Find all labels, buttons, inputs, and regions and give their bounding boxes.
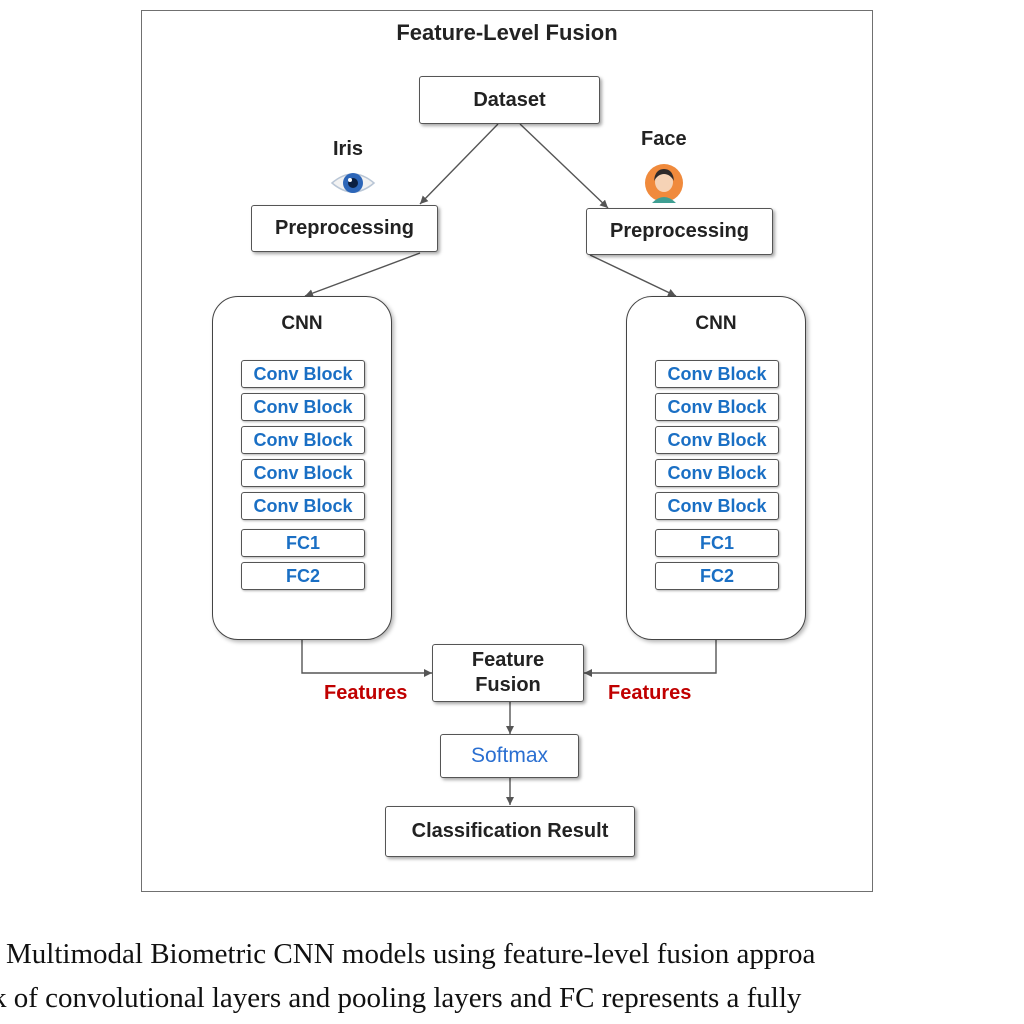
cnn-right-layers: Conv Block Conv Block Conv Block Conv Bl… (655, 360, 779, 595)
features-left-label: Features (324, 682, 408, 704)
cnn-left-layers: Conv Block Conv Block Conv Block Conv Bl… (241, 360, 365, 595)
eye-icon (330, 167, 376, 199)
arrow-face-preprocessing-to-cnn (589, 254, 677, 297)
caption-line-2: k of convolutional layers and pooling la… (0, 982, 1024, 1015)
classification-result-box: Classification Result (385, 806, 635, 857)
conv-block: Conv Block (655, 492, 779, 520)
features-right-label: Features (608, 682, 692, 704)
fc1-layer: FC1 (655, 529, 779, 557)
cnn-left-label: CNN (281, 313, 323, 334)
face-label: Face (641, 128, 687, 150)
fc1-layer: FC1 (241, 529, 365, 557)
fc2-layer: FC2 (655, 562, 779, 590)
conv-block: Conv Block (655, 426, 779, 454)
feature-fusion-line1: Feature (471, 649, 545, 671)
arrow-iris-preprocessing-to-cnn (304, 252, 421, 297)
face-avatar-icon (642, 163, 686, 203)
cnn-left: CNN Conv Block Conv Block Conv Block Con… (212, 296, 392, 640)
feature-fusion-box: Feature Fusion (432, 644, 584, 702)
conv-block: Conv Block (241, 360, 365, 388)
arrow-dataset-to-face-preprocessing (519, 123, 609, 209)
cnn-right: CNN Conv Block Conv Block Conv Block Con… (626, 296, 806, 640)
diagram-frame (141, 10, 873, 892)
conv-block: Conv Block (655, 459, 779, 487)
softmax-box: Softmax (440, 734, 579, 778)
conv-block: Conv Block (655, 360, 779, 388)
conv-block: Conv Block (241, 426, 365, 454)
caption-line-2-text: k of convolutional layers and pooling la… (0, 982, 802, 1014)
iris-label: Iris (333, 138, 364, 160)
cnn-right-label: CNN (695, 313, 737, 334)
diagram-title: Feature-Level Fusion (396, 20, 618, 45)
arrow-dataset-to-iris-preprocessing (419, 123, 499, 205)
conv-block: Conv Block (241, 492, 365, 520)
conv-block: Conv Block (655, 393, 779, 421)
caption-line-1: Multimodal Biometric CNN models using fe… (0, 938, 1024, 971)
conv-block: Conv Block (241, 393, 365, 421)
caption-line-1-text: Multimodal Biometric CNN models using fe… (6, 938, 816, 970)
fc2-layer: FC2 (241, 562, 365, 590)
arrow-left-cnn-to-fusion (301, 640, 432, 677)
dataset-box: Dataset (419, 76, 600, 124)
feature-fusion-line2: Fusion (475, 674, 541, 696)
iris-preprocessing-box: Preprocessing (251, 205, 438, 252)
conv-block: Conv Block (241, 459, 365, 487)
arrow-right-cnn-to-fusion (584, 640, 717, 677)
face-preprocessing-box: Preprocessing (586, 208, 773, 255)
